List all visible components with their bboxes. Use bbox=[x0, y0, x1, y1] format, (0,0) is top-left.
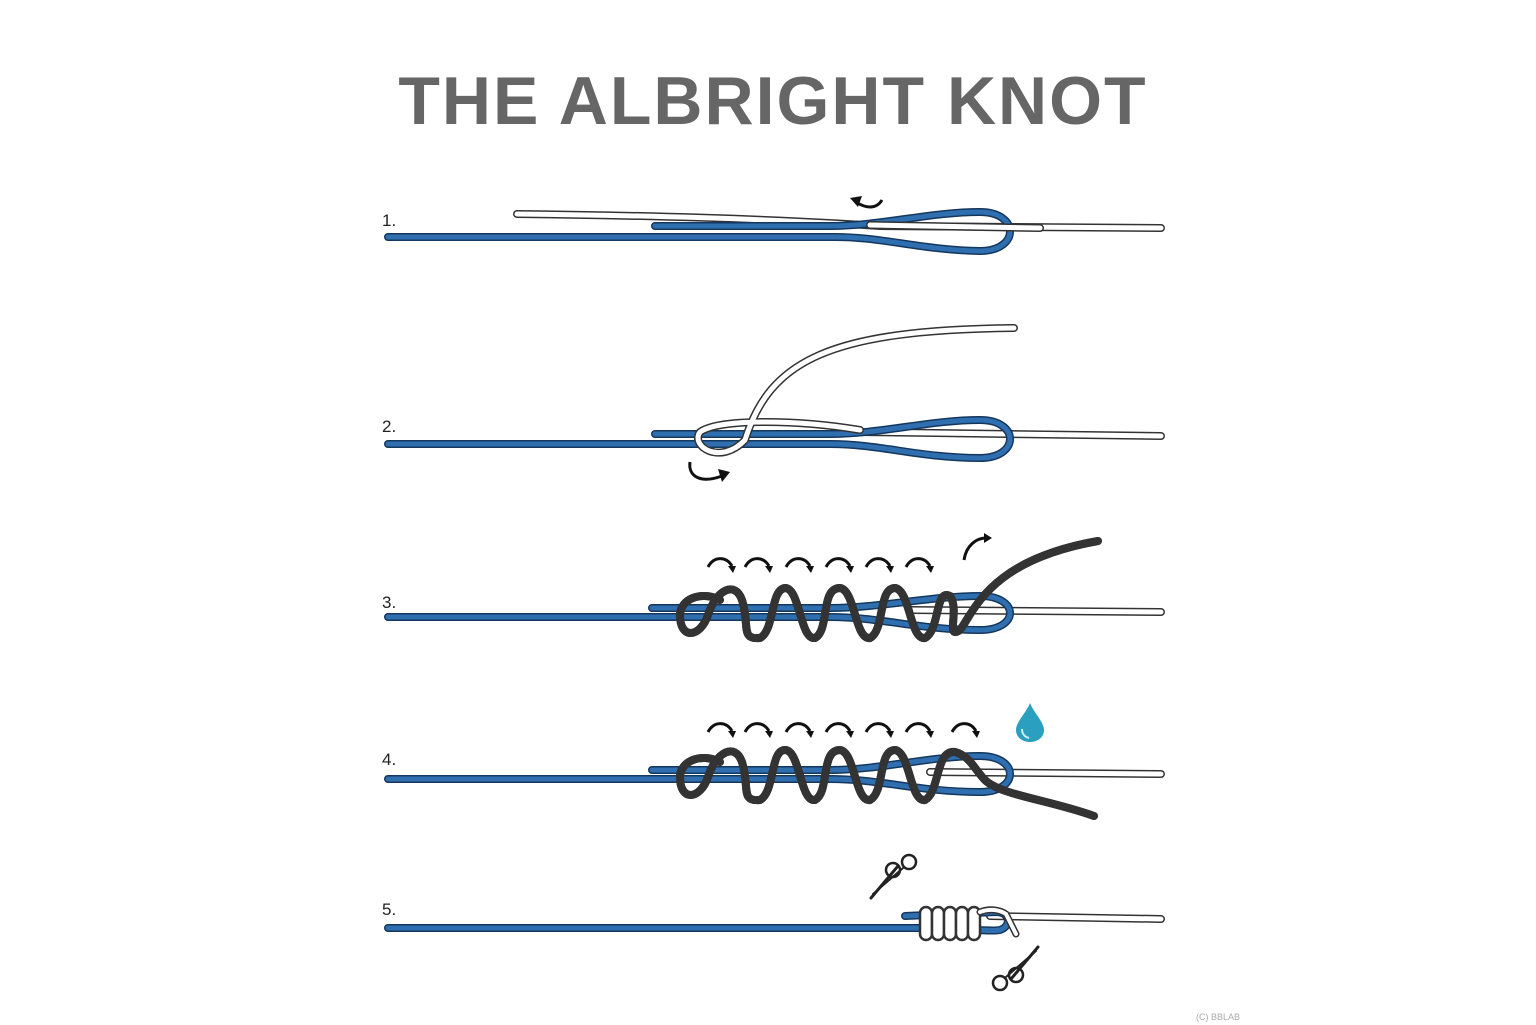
curved-arrow-icon bbox=[706, 536, 987, 568]
step-label-1: 1. bbox=[382, 211, 396, 230]
copyright-credit: (C) BBLAB bbox=[1196, 1012, 1241, 1022]
curved-arrow-icon bbox=[706, 722, 978, 733]
scissors-icon bbox=[869, 853, 918, 900]
step-label-5: 5. bbox=[382, 900, 396, 919]
step-2-illustration bbox=[384, 324, 1165, 482]
step-5-illustration bbox=[384, 853, 1165, 992]
diagram-title: THE ALBRIGHT KNOT bbox=[398, 63, 1148, 139]
step-3-illustration bbox=[384, 533, 1165, 638]
scissors-icon bbox=[991, 945, 1040, 992]
step-label-4: 4. bbox=[382, 750, 396, 769]
step-label-2: 2. bbox=[382, 417, 396, 436]
curved-arrow-icon bbox=[688, 461, 723, 481]
step-4-illustration bbox=[384, 703, 1165, 820]
step-1-illustration bbox=[384, 196, 1165, 255]
knot-coils bbox=[918, 905, 982, 942]
step-label-3: 3. bbox=[382, 593, 396, 612]
water-drop-icon bbox=[1016, 703, 1044, 742]
